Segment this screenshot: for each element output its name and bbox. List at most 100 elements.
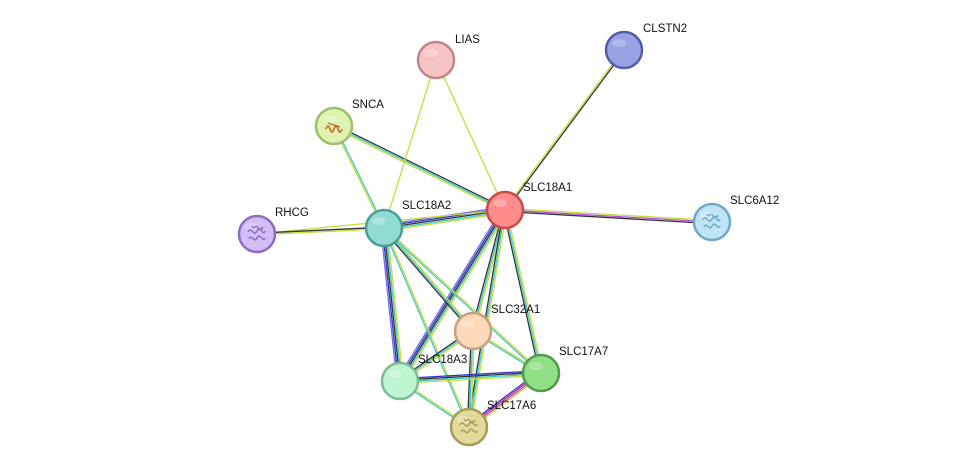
node-highlight: [529, 362, 543, 370]
edge-line-experiments: [380, 228, 398, 382]
edge-line-textmining: [503, 49, 624, 210]
edge-line-homology: [504, 209, 713, 223]
edge-line-textmining: [384, 227, 471, 427]
node-label: SLC18A2: [402, 200, 451, 212]
edge-line-database: [400, 210, 507, 383]
edge-line-database: [333, 125, 506, 211]
edge-line-cooccurrence: [399, 369, 541, 380]
node-label: SLC17A6: [487, 400, 536, 412]
edge-line-textmining: [384, 212, 506, 232]
edge-line-coexpression: [399, 371, 541, 381]
node-label: LIAS: [455, 34, 480, 46]
node-highlight: [322, 115, 336, 123]
edge-slc18a1-slc17a7[interactable]: [502, 209, 544, 374]
edge-line-textmining: [505, 209, 544, 373]
node-clstn2[interactable]: CLSTN2: [604, 23, 687, 70]
edge-slc18a2-lias[interactable]: [383, 59, 437, 229]
node-rhcg[interactable]: RHCG: [237, 207, 309, 254]
edge-slc18a1-slc6a12[interactable]: [504, 207, 713, 225]
edge-line-cooccurrence: [398, 208, 505, 381]
edge-slc18a1-lias[interactable]: [435, 59, 506, 211]
node-circle: [364, 208, 404, 248]
edge-line-textmining: [469, 210, 508, 428]
node-circle: [485, 190, 525, 230]
node-circle: [604, 30, 644, 70]
edge-line-coexpression: [256, 226, 384, 234]
node-circle: [380, 361, 420, 401]
edge-line-coexpression: [399, 209, 506, 382]
edge-line-textmining: [384, 226, 542, 373]
edge-slc18a2-slc18a3[interactable]: [380, 227, 404, 382]
node-slc18a1[interactable]: SLC18A1: [485, 182, 572, 230]
edge-slc18a1-clstn2[interactable]: [503, 49, 626, 211]
protein-ribbon: [702, 213, 721, 229]
edge-line-coexpression: [504, 210, 712, 225]
helix-strand: [327, 122, 341, 128]
node-circle: [314, 106, 354, 146]
edge-line-database: [383, 228, 541, 375]
protein-structure-icon: [702, 213, 721, 229]
node-circle: [416, 40, 456, 80]
edge-line-database: [384, 210, 506, 231]
node-highlight: [372, 217, 386, 225]
edge-line-coexpression: [505, 50, 626, 211]
node-snca[interactable]: SNCA: [314, 99, 384, 146]
edge-line-database: [383, 227, 474, 332]
edge-line-database: [384, 227, 403, 381]
helix-structure-icon: [325, 122, 343, 133]
edge-line-coexpression: [383, 209, 506, 229]
edge-slc18a1-slc18a3[interactable]: [396, 207, 509, 384]
edge-line-textmining: [386, 227, 404, 381]
node-slc32a1[interactable]: SLC32A1: [453, 304, 540, 351]
node-label: CLSTN2: [643, 23, 687, 35]
node-circle: [237, 214, 277, 254]
protein-structure-icon: [247, 225, 266, 241]
node-label: SLC6A12: [730, 195, 779, 207]
node-slc18a3[interactable]: SLC18A3: [380, 354, 467, 401]
node-slc18a2[interactable]: SLC18A2: [364, 200, 451, 248]
edge-line-textmining: [505, 207, 713, 222]
node-slc6a12[interactable]: SLC6A12: [692, 195, 779, 242]
edge-line-database: [504, 209, 542, 374]
node-circle: [449, 407, 489, 447]
node-label: RHCG: [275, 207, 309, 219]
edge-line-coexpression: [470, 209, 505, 331]
node-label: SLC17A7: [559, 346, 608, 358]
edge-line-textmining: [400, 374, 542, 385]
edge-slc18a2-rhcg[interactable]: [256, 226, 385, 236]
edge-line-database: [400, 373, 542, 383]
helix-path: [325, 125, 343, 133]
node-circle: [453, 311, 493, 351]
node-circle: [692, 202, 732, 242]
edge-line-coexpression: [502, 210, 541, 374]
edge-line-experiments: [396, 207, 503, 380]
edge-line-textmining: [435, 59, 506, 211]
edge-line-cooccurrence: [381, 228, 400, 382]
edge-line-coexpression: [382, 228, 473, 333]
node-label: SLC18A3: [418, 354, 467, 366]
protein-ribbon: [459, 418, 478, 434]
edges-layer: [256, 49, 713, 430]
node-label: SLC32A1: [491, 304, 540, 316]
node-lias[interactable]: LIAS: [416, 34, 480, 80]
protein-structure-icon: [459, 418, 478, 434]
node-highlight: [612, 39, 626, 47]
edge-slc18a1-snca[interactable]: [333, 123, 506, 213]
node-slc17a6[interactable]: SLC17A6: [449, 400, 536, 447]
edge-line-coexpression: [383, 227, 401, 382]
edge-line-textmining: [333, 126, 505, 213]
node-label: SNCA: [352, 99, 384, 111]
edge-line-textmining: [402, 211, 509, 384]
edge-slc18a2-slc17a7[interactable]: [383, 226, 542, 375]
node-label: SLC18A1: [523, 182, 572, 194]
node-highlight: [493, 199, 507, 207]
node-highlight: [461, 320, 475, 328]
node-slc17a7[interactable]: SLC17A7: [521, 346, 608, 393]
edge-line-textmining: [257, 228, 385, 236]
edge-slc17a7-slc18a3[interactable]: [399, 369, 542, 385]
edge-line-coexpression: [334, 123, 506, 210]
protein-ribbon: [247, 225, 266, 241]
node-circle: [521, 353, 561, 393]
edge-slc18a2-slc17a6[interactable]: [382, 227, 471, 428]
